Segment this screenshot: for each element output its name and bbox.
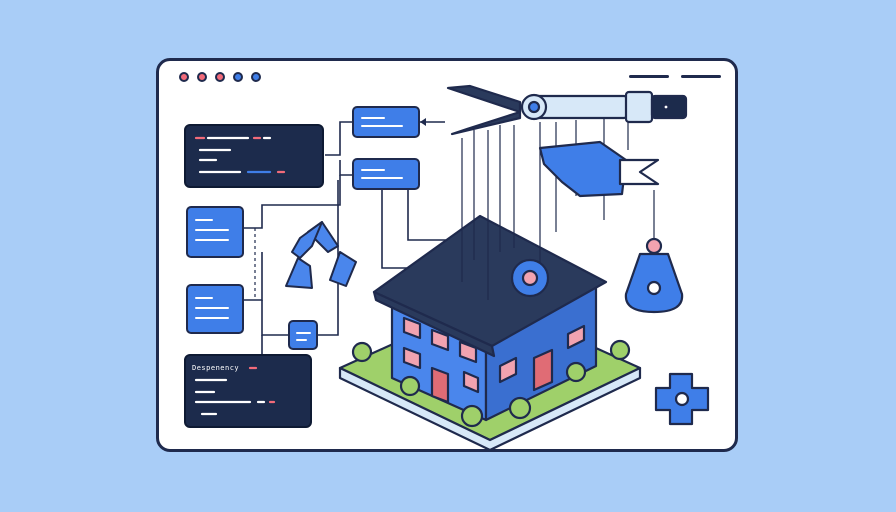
node-lines <box>195 219 229 241</box>
node-top-2[interactable] <box>352 158 420 190</box>
code-lines-top <box>194 136 286 174</box>
node-lines <box>361 169 403 179</box>
window-dot-1[interactable] <box>179 72 189 82</box>
window-dot-2[interactable] <box>197 72 207 82</box>
window-dot-3[interactable] <box>215 72 225 82</box>
node-lines <box>361 117 403 127</box>
code-panel-top[interactable] <box>184 124 324 188</box>
code-lines-dependency <box>194 366 276 416</box>
node-lines <box>195 297 229 319</box>
node-lines <box>296 332 311 341</box>
house-illustration <box>338 214 642 452</box>
window-dot-5[interactable] <box>251 72 261 82</box>
menu-lines[interactable] <box>629 75 721 78</box>
node-left-2[interactable] <box>186 284 244 334</box>
window-controls <box>179 72 261 82</box>
node-left-1[interactable] <box>186 206 244 258</box>
dependency-label: Despenency <box>192 364 240 372</box>
recycle-icon <box>285 221 357 289</box>
node-top-1[interactable] <box>352 106 420 138</box>
puzzle-icon <box>654 372 710 426</box>
window-dot-4[interactable] <box>233 72 243 82</box>
robotic-arm-icon <box>446 84 688 136</box>
code-panel-dependency[interactable]: Despenency <box>184 354 312 428</box>
node-small[interactable] <box>288 320 318 350</box>
puppet-hand-icon <box>538 140 660 198</box>
weight-bag-icon <box>624 237 684 314</box>
